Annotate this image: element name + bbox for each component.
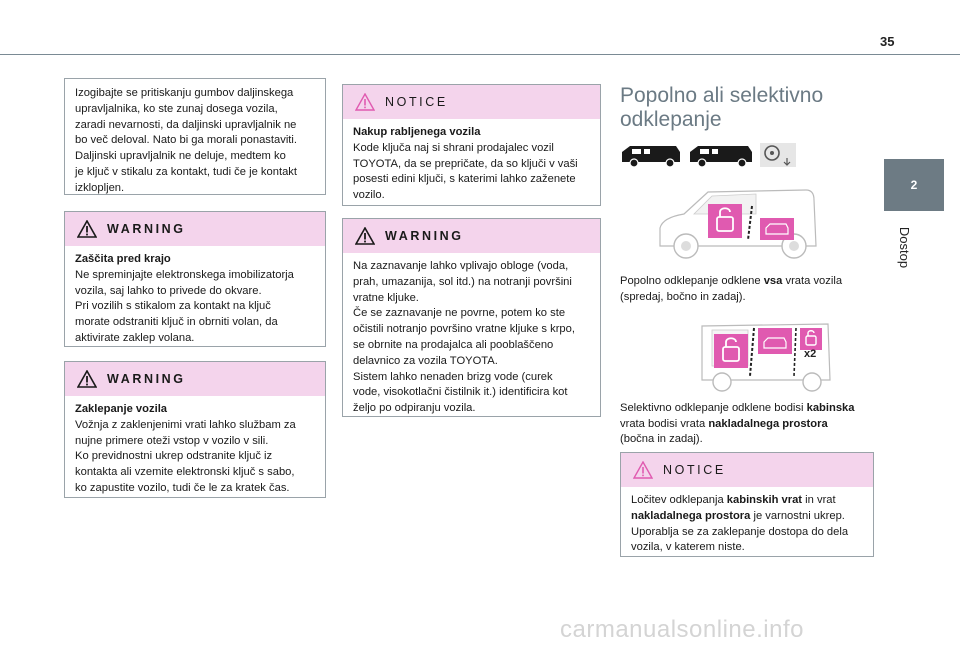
text-line: kontakta ali vzemite elektronski ključ s…	[75, 466, 295, 479]
text-line: Kode ključa naj si shrani prodajalec voz…	[353, 141, 554, 154]
warning-subtitle: Zaščita pred krajo	[75, 253, 171, 265]
text-line: vozila, saj lahko to privede do okvare.	[75, 284, 262, 297]
steering-wheel-icon	[760, 143, 796, 167]
text-line: nakladalnega prostora je varnostni ukrep…	[631, 509, 845, 522]
warning-body: Na zaznavanje lahko vplivajo obloge (vod…	[343, 253, 600, 425]
text-line: Selektivno odklepanje odklene bodisi kab…	[620, 402, 855, 414]
text-line: upravljalnika, ko ste zunaj dosega vozil…	[75, 102, 278, 115]
text-line: (bočna in zadaj).	[620, 433, 703, 445]
warning-title: WARNING	[107, 372, 186, 386]
warning-body: Zaščita pred krajo Ne spreminjajte elekt…	[65, 246, 325, 355]
header-rule	[0, 54, 960, 55]
warning-body: Zaklepanje vozila Vožnja z zaklenjenimi …	[65, 396, 325, 505]
page-number: 35	[880, 34, 895, 49]
notice-triangle-icon	[355, 93, 375, 111]
warning-box-theft: WARNING Zaščita pred krajo Ne spreminjaj…	[64, 211, 326, 347]
notice-header: NOTICE	[343, 85, 600, 119]
text-line: delavnico za vozila TOYOTA.	[353, 354, 498, 367]
intro-box: Izogibajte se pritiskanju gumbov daljins…	[64, 78, 326, 195]
vehicle-icons-row	[620, 142, 800, 168]
van-short-icon	[622, 146, 680, 168]
text-line: izklopljen.	[75, 181, 125, 194]
warning-box-locking: WARNING Zaklepanje vozila Vožnja z zakle…	[64, 361, 326, 498]
intro-text: Izogibajte se pritiskanju gumbov daljins…	[65, 79, 325, 204]
text-line: nujne primere oteži vstop v vozilo v sil…	[75, 434, 269, 447]
notice-box-used-vehicle: NOTICE Nakup rabljenega vozila Kode klju…	[342, 84, 601, 206]
text-line: Ločitev odklepanja kabinskih vrat in vra…	[631, 494, 836, 506]
text-line: se obrnite na prodajalca ali pooblaščeno	[353, 338, 554, 351]
text-line: vrata bodisi vrata nakladalnega prostora	[620, 417, 828, 430]
unlock-cargo-badge-icon	[758, 328, 792, 354]
figure-selective-unlocking: x2	[700, 316, 832, 392]
text-line: (spredaj, bočno in zadaj).	[620, 290, 746, 303]
text-line: zaradi nevarnosti, da daljinski upravlja…	[75, 118, 297, 131]
notice-triangle-icon	[633, 461, 653, 479]
warning-title: WARNING	[107, 222, 186, 236]
notice-subtitle: Nakup rabljenega vozila	[353, 126, 481, 138]
text-line: Uporablja se za zaklepanje dostopa do de…	[631, 525, 849, 538]
notice-title: NOTICE	[385, 95, 448, 109]
double-press-badge: x2	[804, 348, 817, 360]
text-line: Če se zaznavanje ne povrne, potem ko ste	[353, 307, 566, 320]
text-line: ko zapustite vozilo, tudi če le za krate…	[75, 481, 290, 494]
paragraph-full-unlocking: Popolno odklepanje odklene vsa vrata voz…	[620, 274, 880, 305]
text-line: je ključ v stikalu za kontakt, tudi če j…	[75, 165, 297, 178]
text-line: željo po odpiranju vozila.	[353, 402, 476, 415]
figure-full-unlocking	[656, 184, 820, 264]
warning-triangle-icon	[77, 370, 97, 388]
warning-title: WARNING	[385, 229, 464, 243]
text-line: vozila, v katerem niste.	[631, 541, 745, 554]
warning-triangle-icon	[77, 220, 97, 238]
warning-subtitle: Zaklepanje vozila	[75, 403, 168, 415]
warning-header: WARNING	[65, 212, 325, 246]
section-title: Popolno ali selektivno odklepanje	[620, 84, 823, 132]
text-line: očistili notranjo površino vratne kljuke…	[353, 323, 575, 336]
notice-box-separation: NOTICE Ločitev odklepanja kabinskih vrat…	[620, 452, 874, 557]
text-line: Pri vozilih s stikalom za kontakt na klj…	[75, 300, 271, 313]
section-title-line: odklepanje	[620, 108, 722, 131]
text-line: morate odstraniti ključ in obrniti volan…	[75, 316, 278, 329]
chapter-number: 2	[910, 178, 918, 192]
notice-body: Nakup rabljenega vozila Kode ključa naj …	[343, 119, 600, 212]
unlock-cab-badge-icon	[714, 334, 748, 368]
notice-body: Ločitev odklepanja kabinskih vrat in vra…	[621, 487, 873, 564]
paragraph-selective-unlocking: Selektivno odklepanje odklene bodisi kab…	[620, 401, 880, 448]
watermark: carmanualsonline.info	[560, 616, 804, 643]
text-line: bo več deloval. Nato bi ga morali ponast…	[75, 134, 298, 147]
chapter-label-text: Dostop	[897, 226, 913, 269]
text-line: posesti edini ključi, s katerimi lahko z…	[353, 173, 576, 186]
warning-box-detection: WARNING Na zaznavanje lahko vplivajo obl…	[342, 218, 601, 417]
chapter-label: Dostop	[897, 218, 922, 278]
warning-header: WARNING	[343, 219, 600, 253]
text-line: prah, umazanija, sol itd.) na notranji p…	[353, 275, 572, 288]
unlock-front-badge-icon	[708, 204, 742, 238]
text-line: TOYOTA, da se prepričate, da so ključi v…	[353, 157, 578, 170]
warning-triangle-icon	[355, 227, 375, 245]
text-line: Izogibajte se pritiskanju gumbov daljins…	[75, 87, 294, 99]
chapter-tab[interactable]: 2	[884, 159, 944, 211]
text-line: Daljinski upravljalnik ne deluje, medtem…	[75, 150, 286, 163]
text-line: Vožnja z zaklenjenimi vrati lahko služba…	[75, 418, 296, 431]
warning-header: WARNING	[65, 362, 325, 396]
text-line: Popolno odklepanje odklene vsa vrata voz…	[620, 275, 843, 287]
text-line: Ko previdnostni ukrep odstranite ključ i…	[75, 450, 273, 463]
notice-title: NOTICE	[663, 463, 726, 477]
notice-header: NOTICE	[621, 453, 873, 487]
text-line: vratne kljuke.	[353, 291, 419, 304]
text-line: Ne spreminjajte elektronskega imobilizat…	[75, 268, 294, 281]
text-line: vozilo.	[353, 189, 385, 202]
unlock-van-badge-icon	[760, 218, 794, 240]
text-line: aktivirate zaklep volana.	[75, 331, 195, 344]
section-title-line: Popolno ali selektivno	[620, 84, 824, 107]
text-line: Sistem lahko nenaden brizg vode (curek	[353, 370, 553, 383]
text-line: Na zaznavanje lahko vplivajo obloge (vod…	[353, 260, 569, 272]
van-long-icon	[690, 146, 752, 168]
text-line: vode, visokotlačni čistilnik it.) identi…	[353, 386, 568, 399]
